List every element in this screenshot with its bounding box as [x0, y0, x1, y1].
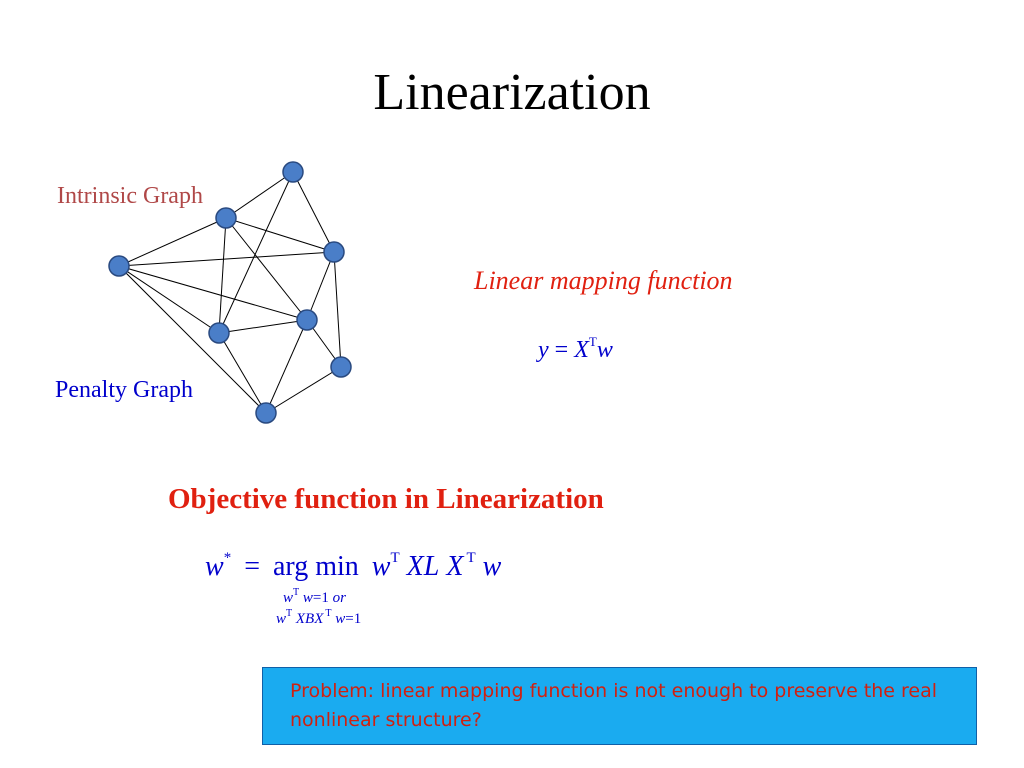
c1-or: or [332, 590, 346, 606]
obj-equals: = [244, 551, 260, 582]
obj-XL: XL [406, 551, 440, 582]
c2-w2: w [335, 611, 346, 627]
graph-edge-n2-n4 [225, 217, 335, 253]
c1-w: w [283, 590, 294, 606]
obj-T2: T [466, 550, 476, 566]
graph-edge-n5-n6 [218, 319, 308, 334]
graph-edge-n2-n3 [225, 171, 294, 219]
graph-node-n7 [330, 356, 352, 378]
graph-edge-n1-n5 [118, 265, 220, 334]
eq-w: w [596, 337, 613, 363]
eq-X: X [574, 337, 589, 363]
graph-edge-n1-n6 [118, 265, 308, 321]
graph-node-n6 [296, 309, 318, 331]
graph-node-n4 [323, 241, 345, 263]
graph-edge-n6-n8 [265, 319, 308, 414]
obj-X: X [446, 551, 464, 582]
obj-w2: w [371, 551, 391, 582]
eq-equals: = [554, 337, 569, 363]
c1-T: T [293, 587, 300, 598]
graph-edge-n5-n8 [218, 332, 267, 414]
graph-node-n3 [282, 161, 304, 183]
graph-edge-n1-n4 [118, 251, 335, 267]
obj-star: * [223, 550, 232, 566]
obj-argmin: arg min [272, 551, 359, 582]
graph-edge-n4-n7 [333, 251, 342, 368]
slide-title: Linearization [373, 64, 651, 121]
c2-XBX: XBX [295, 611, 324, 627]
graph-edge-n3-n4 [292, 171, 335, 253]
c2-w: w [276, 611, 287, 627]
c2-T2: T [325, 608, 332, 619]
obj-w3: w [482, 551, 502, 582]
constraint-line-1: wT w=1 or [283, 587, 346, 607]
objective-heading: Objective function in Linearization [168, 483, 604, 515]
graph-edge-n3-n5 [218, 171, 294, 334]
mapping-equation: y = XTw [538, 334, 613, 364]
obj-w: w [205, 551, 224, 582]
graph-edge-n4-n6 [306, 251, 335, 321]
c2-T: T [286, 608, 293, 619]
problem-text: Problem: linear mapping function is not … [290, 680, 938, 731]
problem-callout: Problem: linear mapping function is not … [262, 667, 977, 745]
graph-edge-n2-n5 [218, 217, 227, 334]
eq-y: y [538, 337, 549, 363]
graph-node-n1 [108, 255, 130, 277]
graph-edge-n1-n8 [118, 265, 267, 414]
graph-edge-n2-n6 [225, 217, 308, 321]
penalty-graph-label: Penalty Graph [55, 377, 193, 403]
c1-eq: =1 [312, 590, 329, 606]
graph-node-n8 [255, 402, 277, 424]
intrinsic-graph-label: Intrinsic Graph [57, 183, 203, 209]
linear-mapping-label: Linear mapping function [474, 266, 733, 295]
graph-node-n5 [208, 322, 230, 344]
obj-T1: T [390, 550, 400, 566]
c2-eq: =1 [345, 611, 362, 627]
graph-edge-n1-n2 [118, 217, 227, 267]
graph-edge-n7-n8 [265, 366, 342, 414]
graph-node-n2 [215, 207, 237, 229]
eq-transpose: T [588, 334, 597, 349]
c1-w2: w [302, 590, 313, 606]
